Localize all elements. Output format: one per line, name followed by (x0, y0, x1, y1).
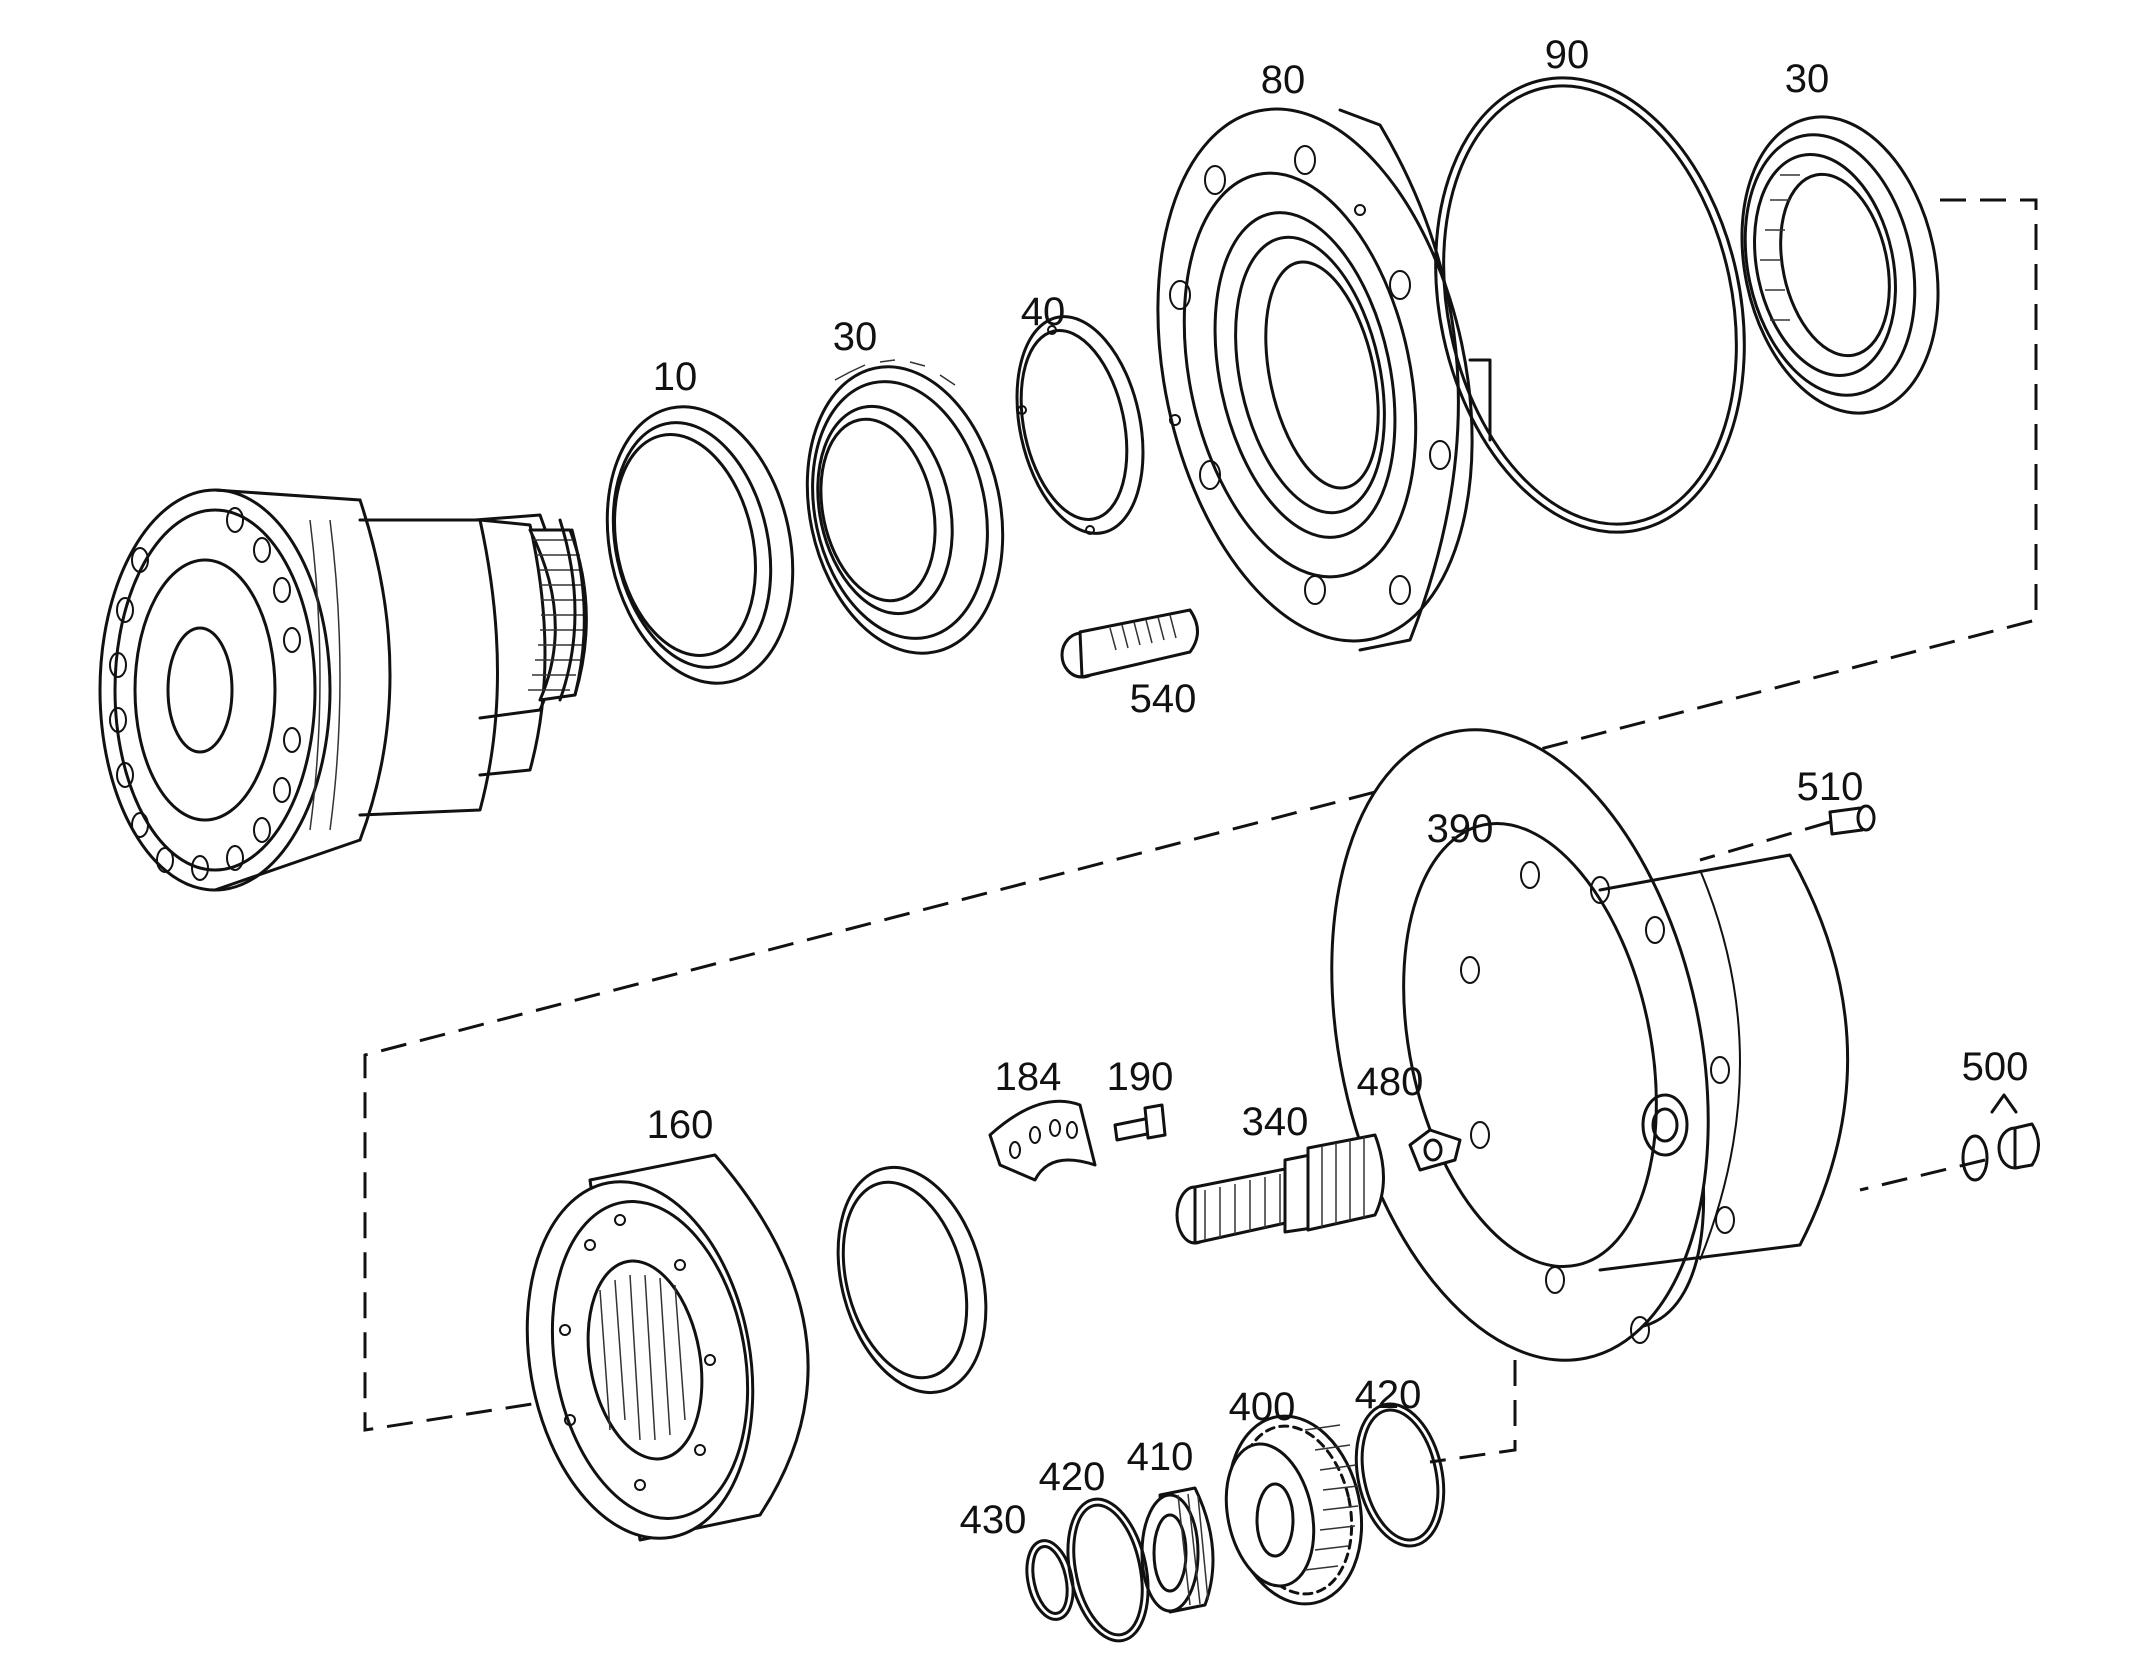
lock-ring (836, 1165, 988, 1395)
ring-420-top (1354, 1402, 1446, 1548)
gear-400 (1224, 1414, 1364, 1606)
label-430: 430 (960, 1498, 1027, 1542)
label-500: 500 (1962, 1045, 2029, 1089)
plate-184 (988, 1099, 1097, 1182)
flange-80 (1156, 107, 1492, 652)
label-340: 340 (1242, 1100, 1309, 1144)
label-160: 160 (647, 1103, 714, 1147)
label-30-right: 30 (1785, 57, 1830, 101)
bearing-30-left (805, 359, 1005, 655)
label-480: 480 (1357, 1060, 1424, 1104)
housing-390 (1330, 728, 1850, 1362)
label-420-bottom: 420 (1039, 1455, 1106, 1499)
screw-190 (1113, 1103, 1167, 1142)
oring-90 (1434, 76, 1746, 534)
assembly-line-screw (1699, 820, 1831, 862)
assembly-line-main (363, 198, 2038, 1432)
label-190: 190 (1107, 1055, 1174, 1099)
label-390: 390 (1427, 807, 1494, 851)
washer-480 (1408, 1128, 1462, 1172)
label-30-left: 30 (833, 315, 878, 359)
plug-500 (1961, 1093, 2040, 1182)
assembly-line-lower (1429, 1320, 1517, 1464)
carrier-160 (525, 1153, 810, 1542)
bearing-410 (1140, 1486, 1215, 1614)
screw-510 (1828, 804, 1876, 836)
label-410: 410 (1127, 1435, 1194, 1479)
bearing-30-right (1740, 115, 1940, 415)
label-90: 90 (1545, 33, 1590, 77)
label-40: 40 (1021, 290, 1066, 334)
label-184: 184 (995, 1055, 1062, 1099)
label-540: 540 (1130, 677, 1197, 721)
ring-430 (1025, 1539, 1075, 1621)
label-80: 80 (1261, 58, 1306, 102)
seal-10 (605, 405, 795, 685)
label-510: 510 (1797, 765, 1864, 809)
hub-part (98, 488, 588, 892)
shaft-340 (1175, 1133, 1385, 1245)
stud-540 (1060, 608, 1199, 679)
label-400: 400 (1229, 1385, 1296, 1429)
label-10: 10 (653, 355, 698, 399)
ring-40 (1015, 315, 1145, 535)
label-420-top: 420 (1355, 1373, 1422, 1417)
